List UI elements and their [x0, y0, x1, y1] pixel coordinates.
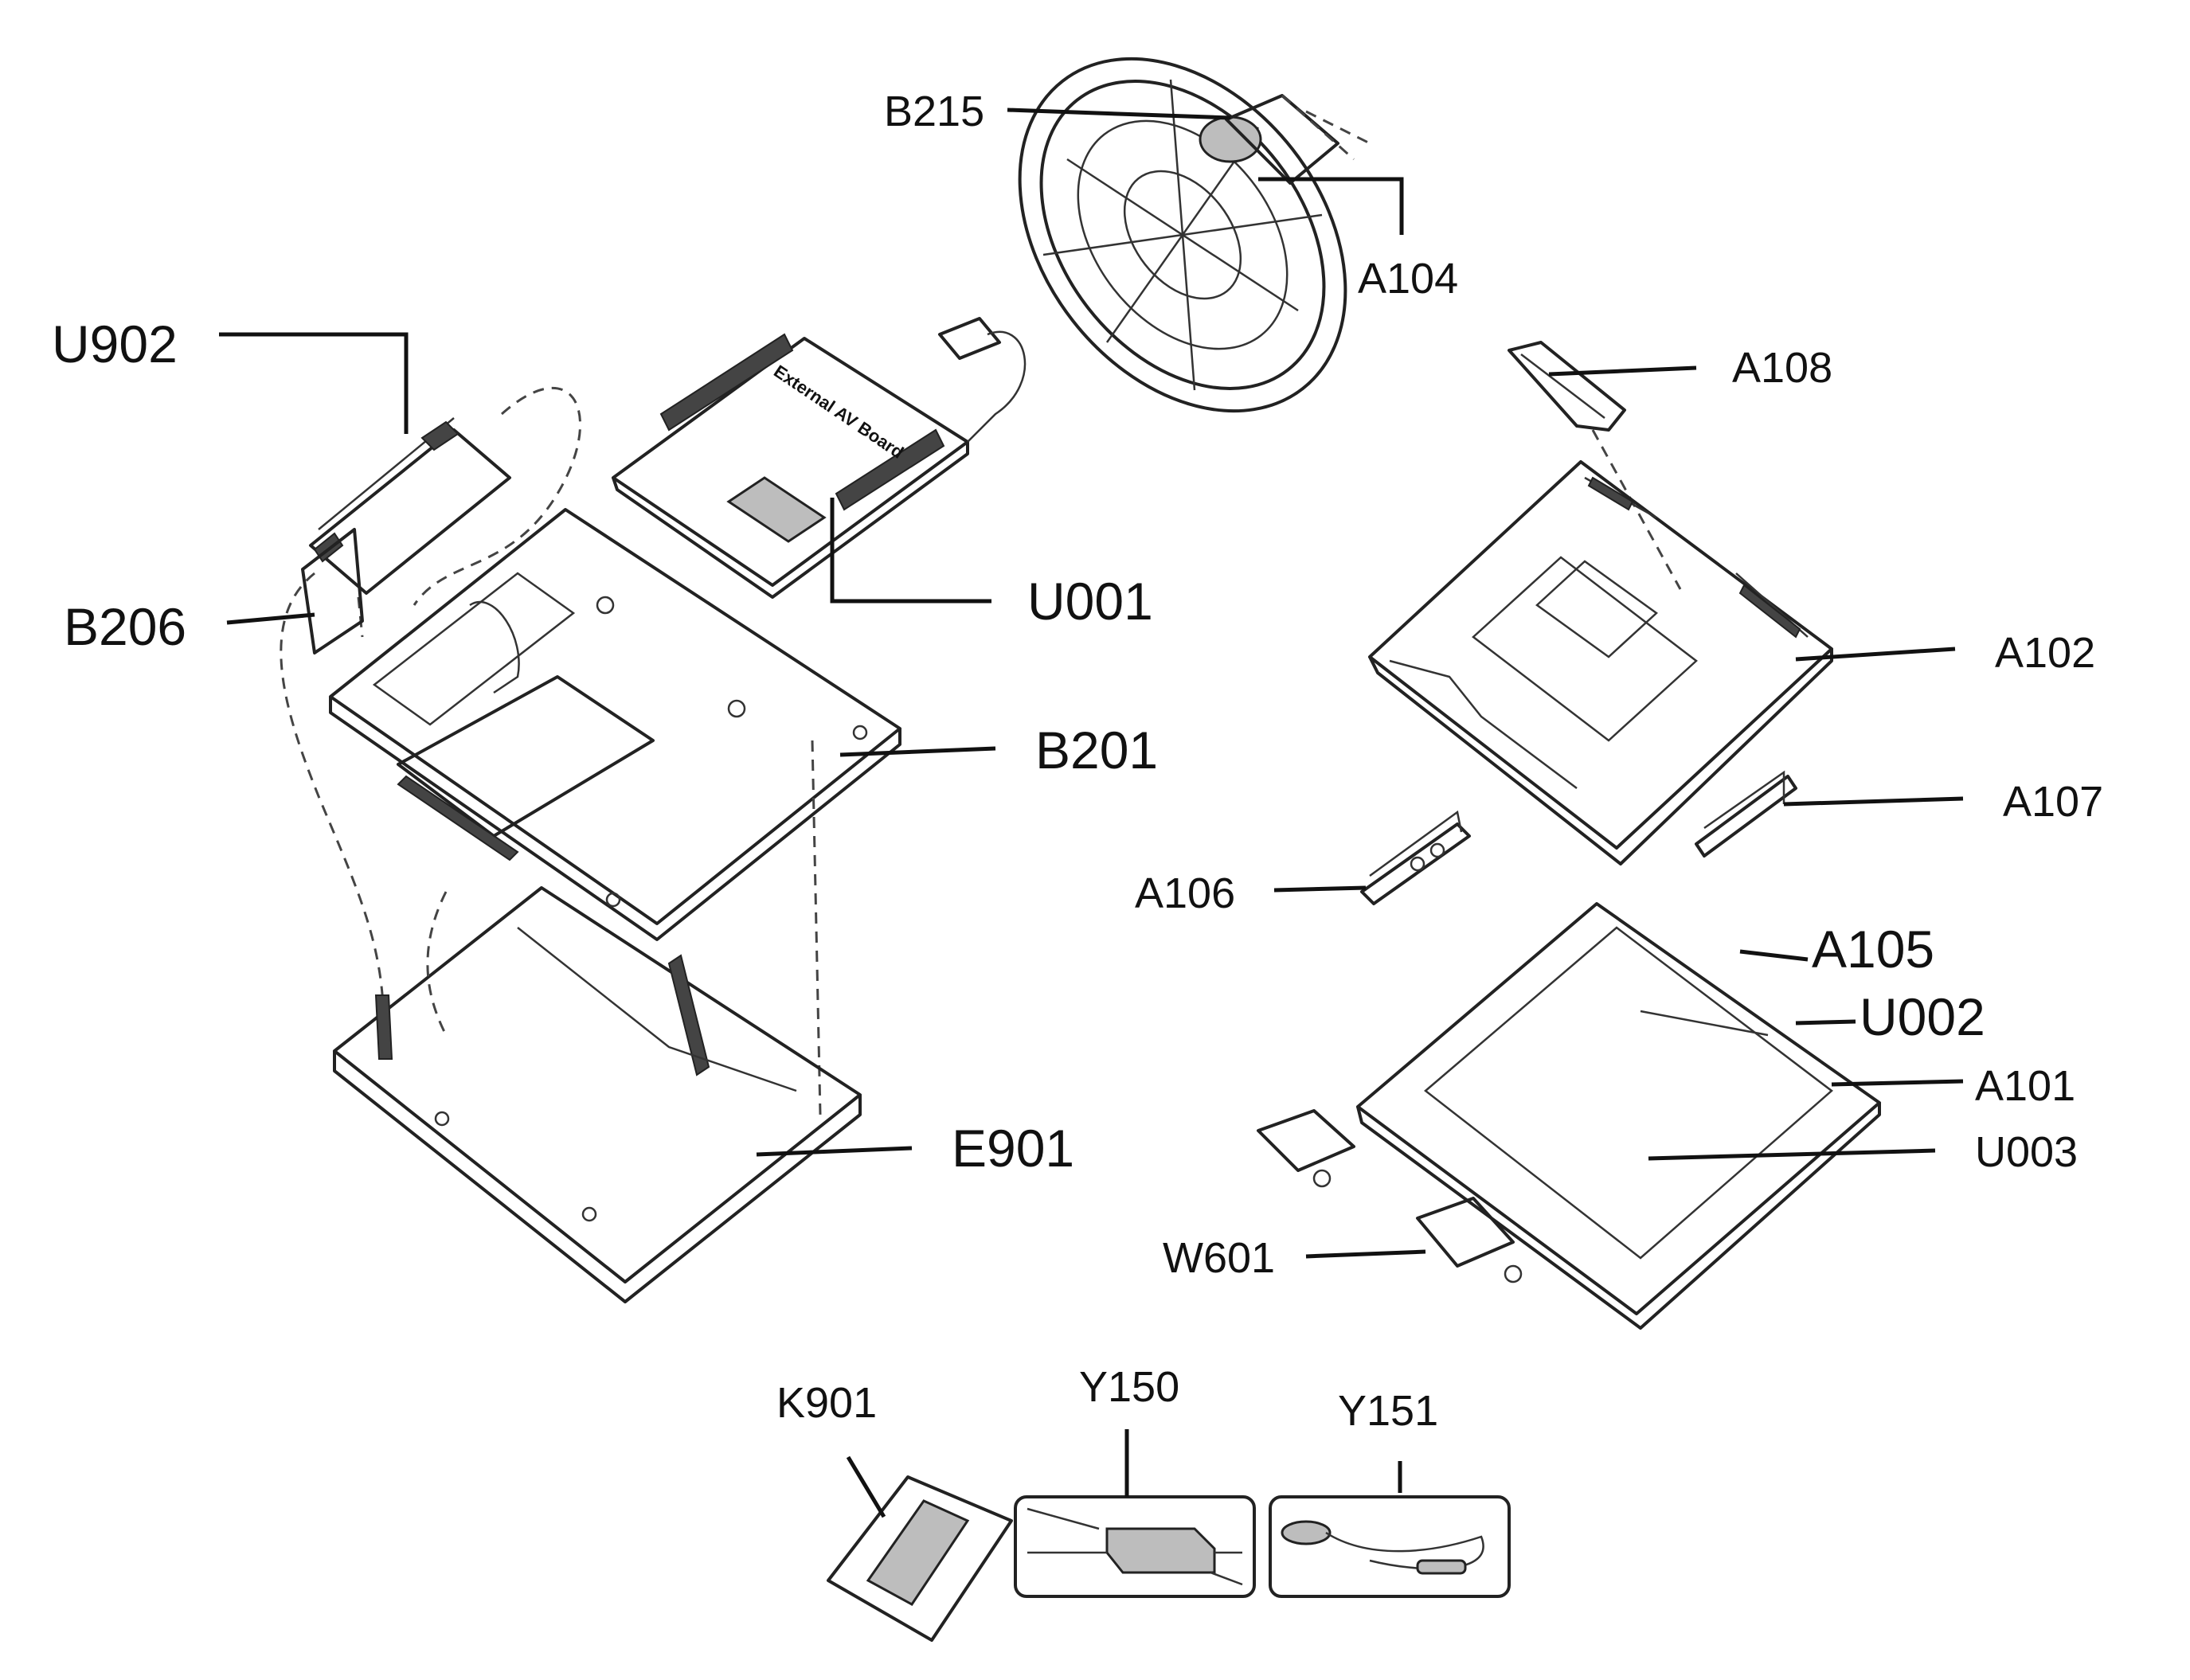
- k901-remote-accessory: [827, 1475, 1013, 1642]
- label-u003: U003: [1975, 1128, 2078, 1176]
- label-y151: Y151: [1338, 1387, 1438, 1435]
- label-u902: U902: [52, 315, 178, 373]
- y150-adapter-accessory: [1014, 1495, 1256, 1598]
- label-a108: A108: [1732, 344, 1832, 392]
- label-a106: A106: [1135, 869, 1235, 917]
- stand-base-part: [1018, 57, 1371, 413]
- u902-board-part: [309, 417, 511, 638]
- a106-bracket-part: [1360, 810, 1471, 905]
- label-u001: U001: [1027, 572, 1153, 631]
- a102-rear-cover-part: [1368, 460, 1833, 865]
- a101-front-bezel-part: [1257, 902, 1881, 1330]
- label-b206: B206: [64, 597, 186, 656]
- label-e901: E901: [952, 1119, 1074, 1178]
- label-u002: U002: [1860, 987, 1985, 1046]
- leader-lines: [219, 107, 1964, 1518]
- a107-bracket-part: [1695, 770, 1797, 858]
- label-a107: A107: [2003, 778, 2103, 826]
- u001-av-board-part: External AV Board: [612, 317, 1027, 599]
- y151-cable-accessory: [1269, 1495, 1511, 1598]
- label-k901: K901: [776, 1379, 877, 1427]
- a108-clip-part: [1508, 341, 1682, 590]
- label-a104: A104: [1358, 255, 1458, 303]
- label-w601: W601: [1163, 1234, 1275, 1282]
- label-a105: A105: [1812, 920, 1934, 979]
- e901-power-board-part: [333, 886, 862, 1303]
- b201-main-board-part: [329, 508, 901, 1115]
- label-y150: Y150: [1079, 1363, 1179, 1411]
- label-b215: B215: [884, 88, 984, 135]
- cable-harness-part: [280, 387, 581, 1060]
- av-board-print: External AV Board: [770, 361, 907, 462]
- label-b201: B201: [1035, 721, 1158, 779]
- label-a102: A102: [1995, 629, 2095, 677]
- b206-bracket-part: [301, 528, 364, 654]
- label-a101: A101: [1975, 1062, 2075, 1110]
